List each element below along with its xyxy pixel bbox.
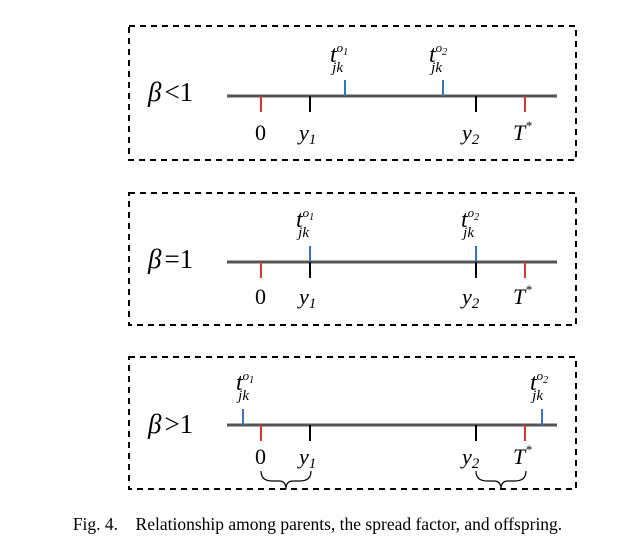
label-zero: 0 [255,444,266,469]
label-y1: y1 [297,284,316,312]
label-y2: y2 [460,284,480,312]
label-y1: y1 [297,120,316,148]
label-tstar: T* [513,442,532,469]
panel-border [128,25,577,161]
beta-label: β<1 [147,77,193,107]
label-tstar: T* [513,118,532,145]
beta-label: β>1 [147,409,193,439]
label-y1: y1 [297,444,316,472]
label-zero: 0 [255,120,266,145]
panel-border [128,192,577,326]
caption-label: Fig. 4. [72,514,119,534]
panel-border [128,356,577,490]
label-y2: y2 [460,444,480,472]
figure-caption: Fig. 4. Relationship among parents, the … [0,514,635,535]
brace-lower-left [260,470,312,490]
label-tstar: T* [513,282,532,309]
caption-text: Relationship among parents, the spread f… [135,514,563,534]
label-zero: 0 [255,284,266,309]
beta-label: β=1 [147,244,193,274]
label-y2: y2 [460,120,480,148]
brace-lower-right [475,470,527,490]
